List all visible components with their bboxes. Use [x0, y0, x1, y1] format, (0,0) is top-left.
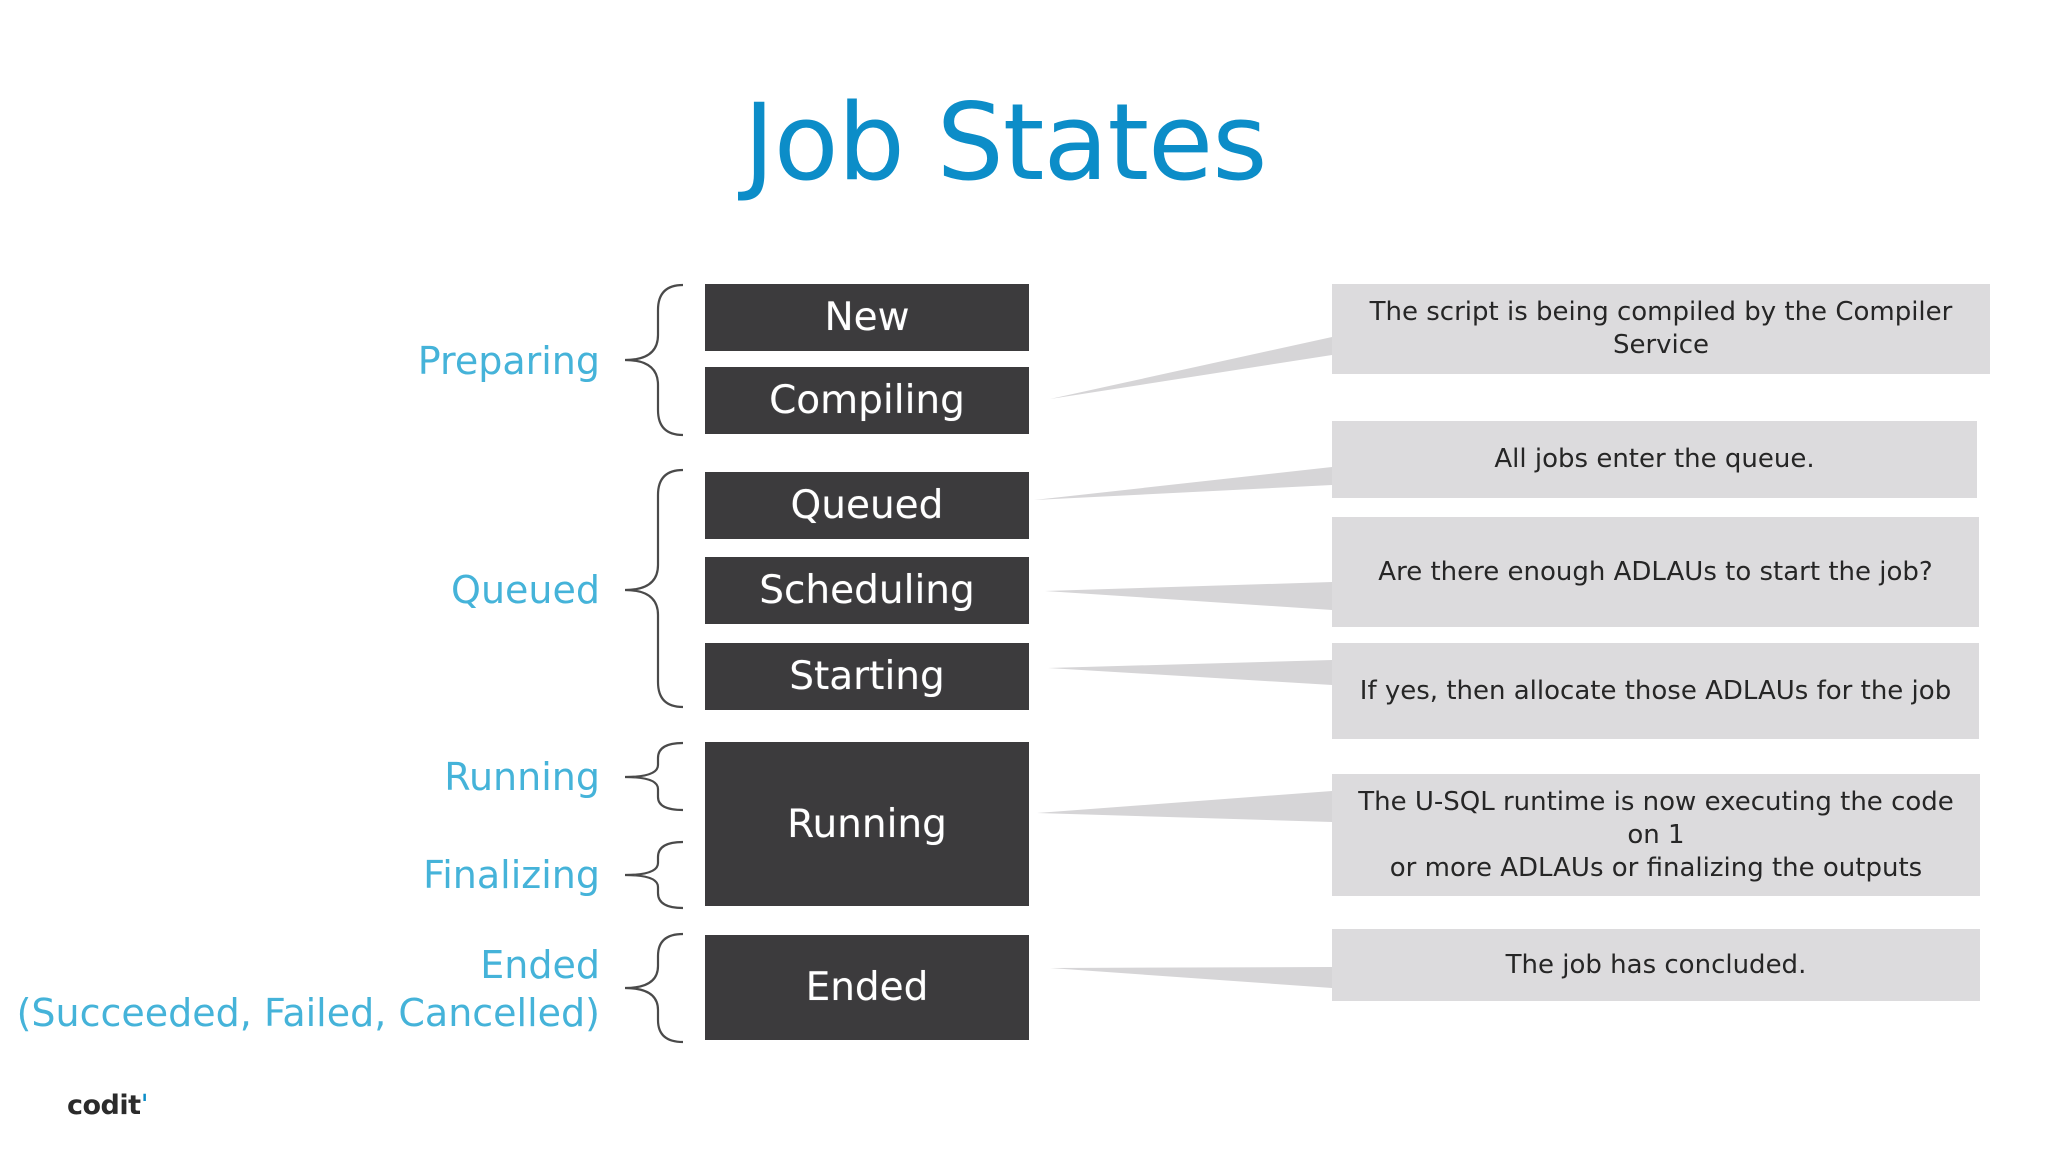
brace-ended: [624, 932, 684, 1044]
callout-compiling: [1050, 337, 1332, 399]
state-box-starting: Starting: [705, 643, 1029, 710]
description-queued: All jobs enter the queue.: [1332, 421, 1977, 498]
description-ended: The job has concluded.: [1332, 929, 1980, 1001]
state-box-ended: Ended: [705, 935, 1029, 1040]
group-label-preparing: Preparing: [417, 339, 600, 383]
description-compiling: The script is being compiled by the Comp…: [1332, 284, 1990, 374]
callout-queued: [1034, 467, 1332, 500]
group-label-queued: Queued: [451, 568, 600, 612]
description-starting: If yes, then allocate those ADLAUs for t…: [1332, 643, 1979, 739]
brace-running: [624, 741, 684, 812]
slide-title: Job States: [743, 81, 1268, 204]
group-label-running: Running: [444, 755, 600, 799]
state-box-scheduling: Scheduling: [705, 557, 1029, 624]
group-label-finalizing: Finalizing: [423, 853, 600, 897]
brace-finalizing: [624, 840, 684, 910]
callout-running: [1037, 791, 1332, 822]
group-label-ended-sub: (Succeeded, Failed, Cancelled): [16, 991, 600, 1035]
description-running: The U-SQL runtime is now executing the c…: [1332, 774, 1980, 896]
brace-preparing: [624, 283, 684, 437]
brace-queued: [624, 468, 684, 709]
callout-ended: [1050, 967, 1332, 988]
description-scheduling: Are there enough ADLAUs to start the job…: [1332, 517, 1979, 627]
state-box-running: Running: [705, 742, 1029, 906]
state-box-new: New: [705, 284, 1029, 351]
group-label-ended: Ended (Succeeded, Failed, Cancelled): [16, 943, 600, 1035]
callout-starting: [1048, 660, 1332, 685]
state-box-compiling: Compiling: [705, 367, 1029, 434]
codit-logo: coditˈ: [67, 1090, 149, 1121]
state-box-queued: Queued: [705, 472, 1029, 539]
callout-scheduling: [1045, 582, 1332, 610]
